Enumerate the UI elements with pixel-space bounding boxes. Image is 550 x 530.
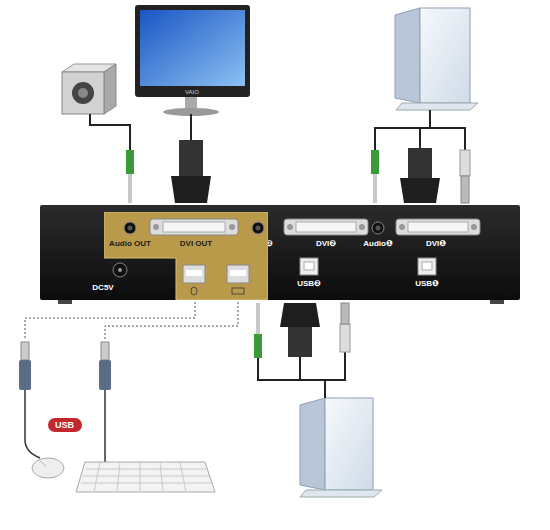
cable (25, 390, 105, 462)
port-label: DVI❷ (316, 239, 336, 248)
port-label: DVI❶ (426, 239, 446, 248)
port-label: Audio OUT (109, 239, 151, 248)
port-label: DC5V (92, 283, 113, 292)
speaker (62, 64, 116, 114)
mouse (32, 458, 64, 478)
brand-label: VAIO (185, 89, 199, 96)
computer (395, 8, 478, 110)
usb-plug (19, 342, 111, 390)
panel-outline (104, 212, 268, 300)
keyboard (76, 462, 215, 492)
connection-line (25, 298, 238, 340)
monitor (135, 5, 250, 116)
computer (300, 398, 382, 497)
port-label: DVI OUT (180, 239, 212, 248)
badge-text: USB (55, 419, 75, 431)
port-label: Audio❶ (363, 239, 392, 248)
port-label: USB❷ (297, 279, 321, 288)
console-panel: Audio OUT DVI OUT (104, 212, 268, 300)
usb-badge: USB (48, 418, 82, 432)
port-label: USB❶ (415, 279, 439, 288)
kvm-housing: DC5VAudio❷DVI❷Audio❶DVI❶USB❷USB❶Audio OU… (40, 205, 520, 300)
